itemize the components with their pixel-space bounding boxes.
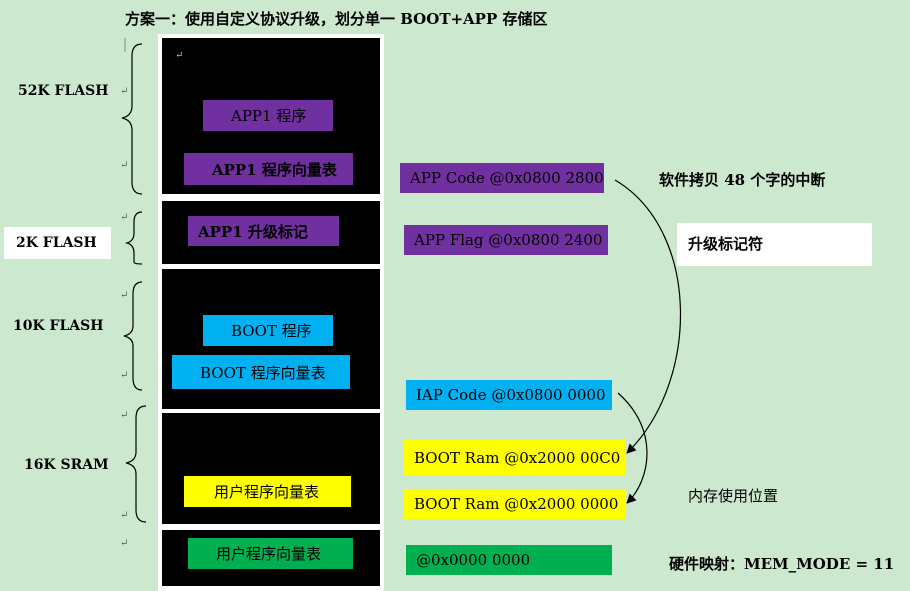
para-mark: ↵ xyxy=(120,410,129,421)
note-software-copy: 软件拷贝 48 个字的中断 xyxy=(659,171,826,189)
app1-upgrade-flag-block: APP1 升级标记 xyxy=(188,216,339,246)
iap-code-address: IAP Code @0x0800 0000 xyxy=(406,380,612,410)
brace-10k xyxy=(123,281,143,391)
remap-address: @0x0000 0000 xyxy=(406,545,612,575)
app-flag-address: APP Flag @0x0800 2400 xyxy=(404,225,608,255)
arrow-copy-vector-table xyxy=(614,179,682,454)
boot-vector-table-block: BOOT 程序向量表 xyxy=(172,355,350,389)
region-label-2k-flash: 2K FLASH xyxy=(16,235,97,251)
app1-program-block: APP1 程序 xyxy=(203,100,333,131)
region-label-16k-sram: 16K SRAM xyxy=(24,457,109,473)
user-vector-table-remap-block: 用户程序向量表 xyxy=(188,538,353,569)
boot-ram-0-address: BOOT Ram @0x2000 0000 xyxy=(404,489,626,519)
para-mark: ↵ xyxy=(120,538,129,549)
region-label-10k-flash: 10K FLASH xyxy=(13,318,104,334)
para-mark: ↵ xyxy=(120,86,129,97)
note-upgrade-flag: 升级标记符 xyxy=(688,235,764,253)
app-code-address: APP Code @0x0800 2800 xyxy=(400,163,604,193)
diagram-title: 方案一：使用自定义协议升级，划分单一 BOOT+APP 存储区 xyxy=(125,10,548,28)
para-mark: ↵ xyxy=(120,510,129,521)
boot-ram-c0-address: BOOT Ram @0x2000 00C0 xyxy=(404,440,626,475)
para-mark: ↵ xyxy=(120,370,129,381)
para-mark: ↵ xyxy=(120,290,129,301)
user-vector-table-sram-block: 用户程序向量表 xyxy=(184,476,351,507)
para-mark: ↵ xyxy=(175,50,184,61)
para-mark: ↵ xyxy=(120,160,129,171)
note-hardware-mapping: 硬件映射：MEM_MODE = 11 xyxy=(669,555,895,573)
region-label-2k-box xyxy=(4,227,111,259)
brace-16k xyxy=(125,405,147,523)
app1-vector-table-block: APP1 程序向量表 xyxy=(184,153,353,185)
boot-program-block: BOOT 程序 xyxy=(203,315,333,346)
region-label-52k-flash: 52K FLASH xyxy=(18,83,109,99)
brace-52k xyxy=(121,43,143,195)
note-ram-position: 内存使用位置 xyxy=(688,487,779,505)
brace-2k xyxy=(124,211,143,265)
para-mark: ↵ xyxy=(120,212,129,223)
arrow-iap-to-ram xyxy=(617,392,648,504)
note-flag-box xyxy=(677,223,872,266)
